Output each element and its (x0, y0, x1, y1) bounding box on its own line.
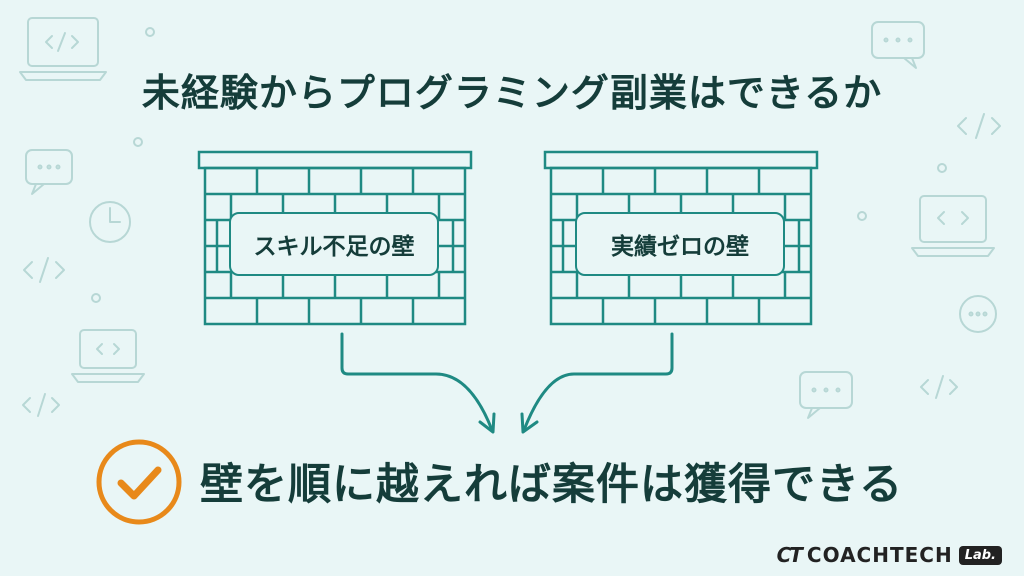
conclusion-text: 壁を順に越えれば案件は獲得できる (200, 460, 904, 510)
logo-badge: Lab. (958, 545, 1002, 565)
brick-wall-icon (543, 150, 819, 326)
logo-mark: CT (776, 543, 803, 567)
coachtech-logo: CT COACHTECH Lab. (777, 542, 1002, 568)
arrow-left (340, 332, 494, 432)
page-title: 未経験からプログラミング副業はできるか (141, 71, 883, 115)
brick-wall-icon (197, 150, 473, 326)
arrow-right (522, 332, 674, 432)
check-circle-icon (96, 439, 182, 525)
brick-wall-track-record: 実績ゼロの壁 (543, 150, 819, 326)
brick-wall-skill: スキル不足の壁 (197, 150, 473, 326)
logo-name: COACHTECH (806, 543, 953, 567)
wall-label-skill: スキル不足の壁 (229, 212, 439, 276)
wall-label-track-record: 実績ゼロの壁 (575, 212, 785, 276)
